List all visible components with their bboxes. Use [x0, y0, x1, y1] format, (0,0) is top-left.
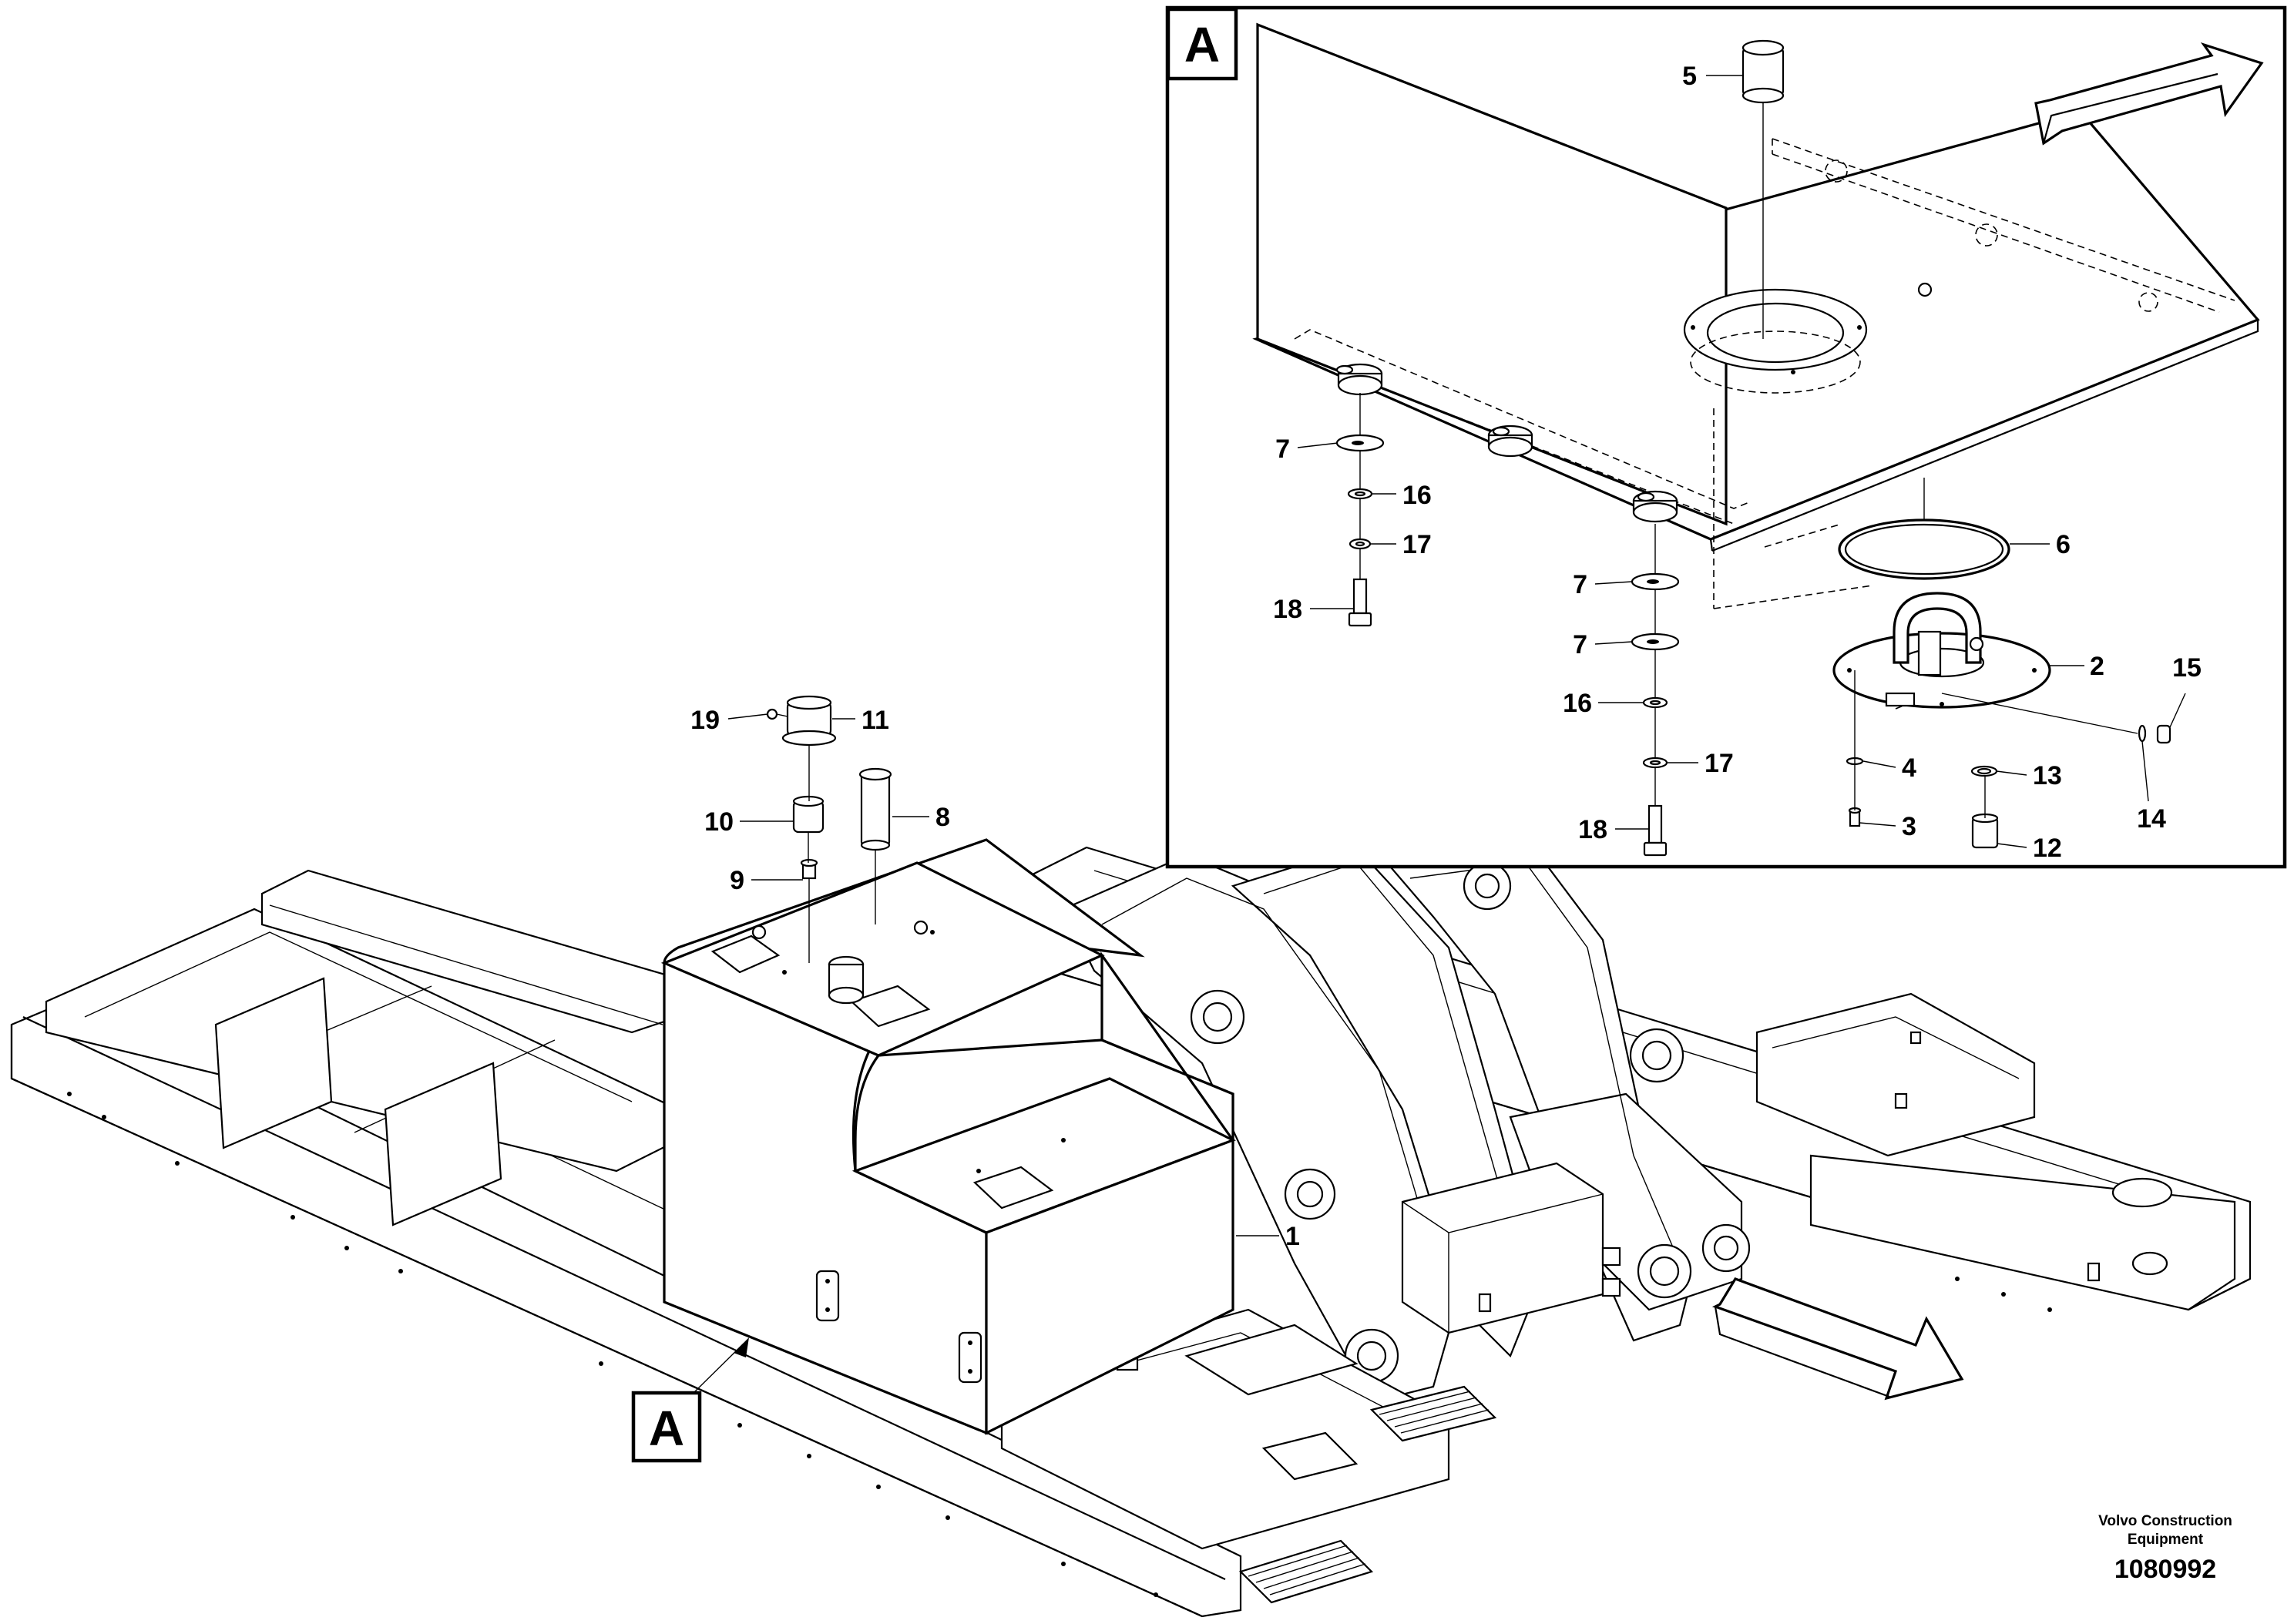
callout-6: 6: [2056, 530, 2071, 559]
callout-19: 19: [690, 706, 720, 735]
callout-7-right-a: 7: [1573, 570, 1587, 599]
detail-part-14-15: [1941, 693, 2171, 744]
undercarriage-frame: [10, 846, 2252, 1618]
callout-9: 9: [730, 866, 744, 895]
detail-part-2-flange: [1832, 592, 2051, 709]
beam-rivets: [67, 1092, 2052, 1597]
callout-3: 3: [1902, 812, 1916, 841]
detail-bosses: [1335, 363, 1678, 523]
callout-1: 1: [1285, 1222, 1300, 1251]
callout-17-left: 17: [1402, 530, 1432, 559]
callout-8: 8: [935, 803, 950, 832]
callout-11: 11: [862, 706, 889, 735]
callout-16-left: 16: [1402, 481, 1432, 510]
detail-label-box: [1166, 7, 1238, 81]
callout-16-right: 16: [1563, 689, 1592, 718]
detail-tank-top: [1252, 22, 2260, 710]
main-exploded-parts: [766, 695, 892, 963]
callout-2: 2: [2090, 652, 2104, 681]
callout-4: 4: [1902, 753, 1916, 783]
detail-right-fastener-stack: [1631, 524, 1680, 857]
callout-17-right: 17: [1705, 749, 1734, 778]
brand-line-2: Equipment: [2128, 1532, 2204, 1548]
callout-13: 13: [2033, 761, 2062, 790]
hydraulic-tank: [660, 838, 1236, 1435]
callout-12: 12: [2033, 834, 2062, 863]
main-view-label-box: [631, 1391, 702, 1463]
callout-10: 10: [704, 807, 734, 837]
direction-arrow-lower: [1711, 1277, 1964, 1401]
detail-label: A: [1184, 17, 1220, 72]
detail-part-12-13: [1970, 765, 1999, 849]
callout-7-left: 7: [1275, 435, 1290, 464]
callout-15: 15: [2172, 653, 2202, 683]
callout-7-right-b: 7: [1573, 630, 1587, 659]
detail-part-6-oring: [1838, 518, 2010, 580]
callout-18-left: 18: [1273, 595, 1302, 624]
detail-part-3-4: [1846, 670, 1864, 827]
direction-arrow-upper: [2034, 42, 2264, 146]
main-view-label: A: [649, 1401, 684, 1456]
document-number: 1080992: [2114, 1555, 2216, 1584]
callout-5: 5: [1682, 62, 1697, 91]
detail-part-5: [1741, 39, 1785, 339]
step-tread-upper: [1369, 1385, 1497, 1442]
callout-14: 14: [2137, 804, 2166, 834]
callout-18-right: 18: [1578, 815, 1607, 844]
detail-left-fastener-stack: [1335, 393, 1385, 627]
brand-line-1: Volvo Construction: [2098, 1513, 2232, 1529]
main-view-arrowhead: [734, 1337, 749, 1357]
step-tread-lower: [1238, 1539, 1374, 1604]
